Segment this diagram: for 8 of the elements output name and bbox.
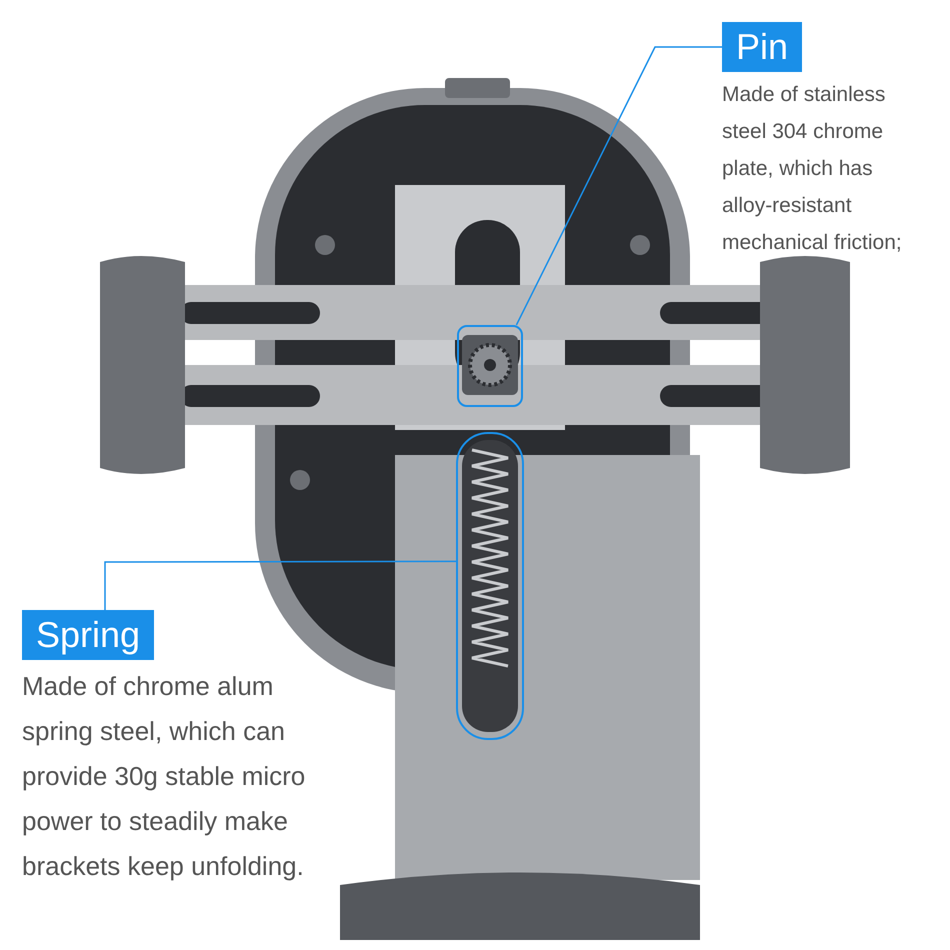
callout-heading: Pin	[722, 22, 802, 72]
leader-line	[516, 46, 722, 326]
highlight-outline	[456, 432, 524, 740]
leader-line	[104, 560, 456, 610]
highlight-outline	[457, 325, 523, 407]
callout-heading: Spring	[22, 610, 154, 660]
callout-description: Made of stainless steel 304 chrome plate, which has alloy-resistant mechanical friction;	[722, 82, 903, 256]
callout-description: Made of chrome alum spring steel, which can provide 30g stable micro power to steadily make brackets keep unfolding.	[22, 670, 306, 883]
